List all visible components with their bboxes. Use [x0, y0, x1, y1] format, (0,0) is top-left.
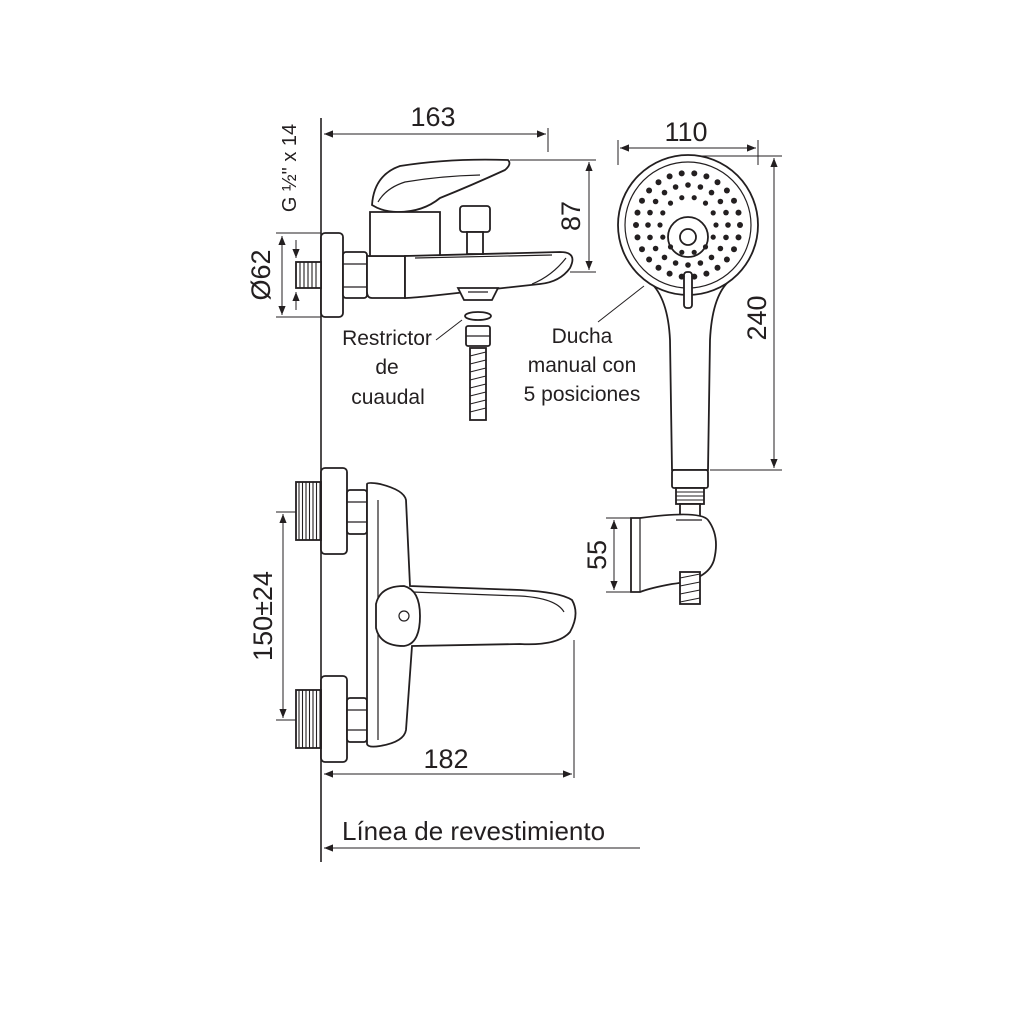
nozzle-dot: [652, 245, 659, 252]
nozzle-dot: [646, 187, 653, 194]
dimension-diameter: Ø62: [246, 232, 321, 318]
shower-holder: [630, 513, 717, 605]
label-wall-line: Línea de revestimiento: [342, 816, 605, 846]
nozzle-dot: [697, 184, 704, 190]
label-restrictor-1: Restrictor: [342, 327, 432, 350]
dimension-150: 150±24: [248, 511, 296, 721]
nozzle-dot: [633, 222, 639, 228]
nozzle-dot: [655, 264, 662, 271]
nozzle-dot: [652, 198, 659, 205]
dim-holder-height: 55: [582, 540, 612, 570]
nozzle-dot: [678, 273, 685, 280]
nozzle-dot: [702, 200, 709, 206]
nozzle-dot: [679, 195, 685, 201]
nozzle-dot: [735, 209, 742, 216]
dim-diameter: Ø62: [246, 249, 276, 300]
label-shower-2: manual con: [528, 354, 637, 377]
nozzle-dot: [660, 234, 666, 240]
label-restrictor-3: cuaudal: [351, 386, 425, 409]
nozzle-dot: [667, 244, 674, 250]
nozzle-dot: [702, 244, 709, 250]
dimension-110: 110: [617, 117, 759, 165]
hand-shower: [617, 154, 759, 517]
nozzle-dot: [672, 260, 679, 266]
dim-thread: G ½" x 14: [279, 124, 301, 212]
nozzle-dot: [634, 209, 641, 216]
nozzle-dot: [647, 234, 653, 241]
nozzle-dot: [717, 198, 724, 205]
dim-body-length: 182: [423, 744, 468, 774]
nozzle-dot: [661, 189, 668, 196]
nozzle-dot: [646, 256, 653, 263]
spray-nozzles: [633, 170, 743, 280]
nozzle-dot: [691, 195, 697, 201]
nozzle-dot: [731, 246, 737, 253]
nozzle-dot: [639, 197, 645, 204]
nozzle-dot: [725, 222, 731, 228]
dim-spout-length: 163: [410, 102, 455, 132]
nozzle-dot: [708, 189, 715, 196]
dimension-thread: G ½" x 14: [279, 124, 301, 310]
nozzle-dot: [723, 256, 730, 263]
flow-restrictor: [464, 311, 492, 421]
nozzle-dot: [666, 173, 673, 180]
nozzle-dot: [697, 260, 704, 266]
dim-inlet-spacing: 150±24: [248, 571, 278, 661]
nozzle-dot: [691, 249, 697, 255]
label-shower-1: Ducha: [552, 325, 613, 348]
nozzle-dot: [703, 270, 710, 277]
nozzle-dot: [678, 170, 685, 177]
nozzle-dot: [713, 222, 719, 228]
nozzle-dot: [737, 222, 743, 228]
nozzle-dot: [647, 209, 653, 216]
nozzle-dot: [691, 170, 698, 177]
nozzle-dot: [717, 245, 724, 252]
nozzle-dot: [660, 210, 666, 216]
nozzle-dot: [691, 273, 698, 280]
dimension-240: 240: [700, 155, 782, 471]
nozzle-dot: [714, 264, 721, 271]
nozzle-dot: [634, 234, 641, 241]
wall-line-label: Línea de revestimiento: [324, 816, 640, 852]
nozzle-dot: [655, 179, 662, 186]
nozzle-dot: [723, 209, 729, 216]
dim-handshower-length: 240: [742, 295, 772, 340]
leader-restrictor: [435, 319, 463, 341]
mixer-side-view: [295, 158, 574, 318]
nozzle-dot: [679, 249, 685, 255]
nozzle-dot: [703, 173, 710, 180]
dimension-87: 87: [510, 159, 596, 273]
nozzle-dot: [685, 182, 691, 188]
nozzle-dot: [645, 222, 651, 228]
nozzle-dot: [710, 234, 716, 240]
nozzle-dot: [657, 222, 663, 228]
label-shower-3: 5 posiciones: [524, 383, 641, 406]
nozzle-dot: [723, 234, 729, 241]
nozzle-dot: [672, 184, 679, 190]
dim-handshower-width: 110: [664, 117, 707, 147]
nozzle-dot: [708, 254, 715, 261]
label-restrictor-2: de: [375, 356, 398, 379]
nozzle-dot: [667, 200, 674, 206]
nozzle-dot: [639, 246, 645, 253]
dimension-182: 182: [324, 640, 575, 778]
nozzle-dot: [666, 270, 673, 277]
nozzle-dot: [735, 234, 742, 241]
dim-spout-height: 87: [556, 201, 586, 231]
nozzle-dot: [710, 210, 716, 216]
leader-shower: [597, 285, 645, 323]
dimension-55: 55: [582, 517, 631, 593]
nozzle-dot: [661, 254, 668, 261]
nozzle-dot: [685, 262, 691, 268]
nozzle-dot: [731, 197, 737, 204]
dimension-163: 163: [324, 102, 549, 152]
nozzle-dot: [723, 187, 730, 194]
mixer-front-view: [295, 467, 577, 763]
nozzle-dot: [714, 179, 721, 186]
